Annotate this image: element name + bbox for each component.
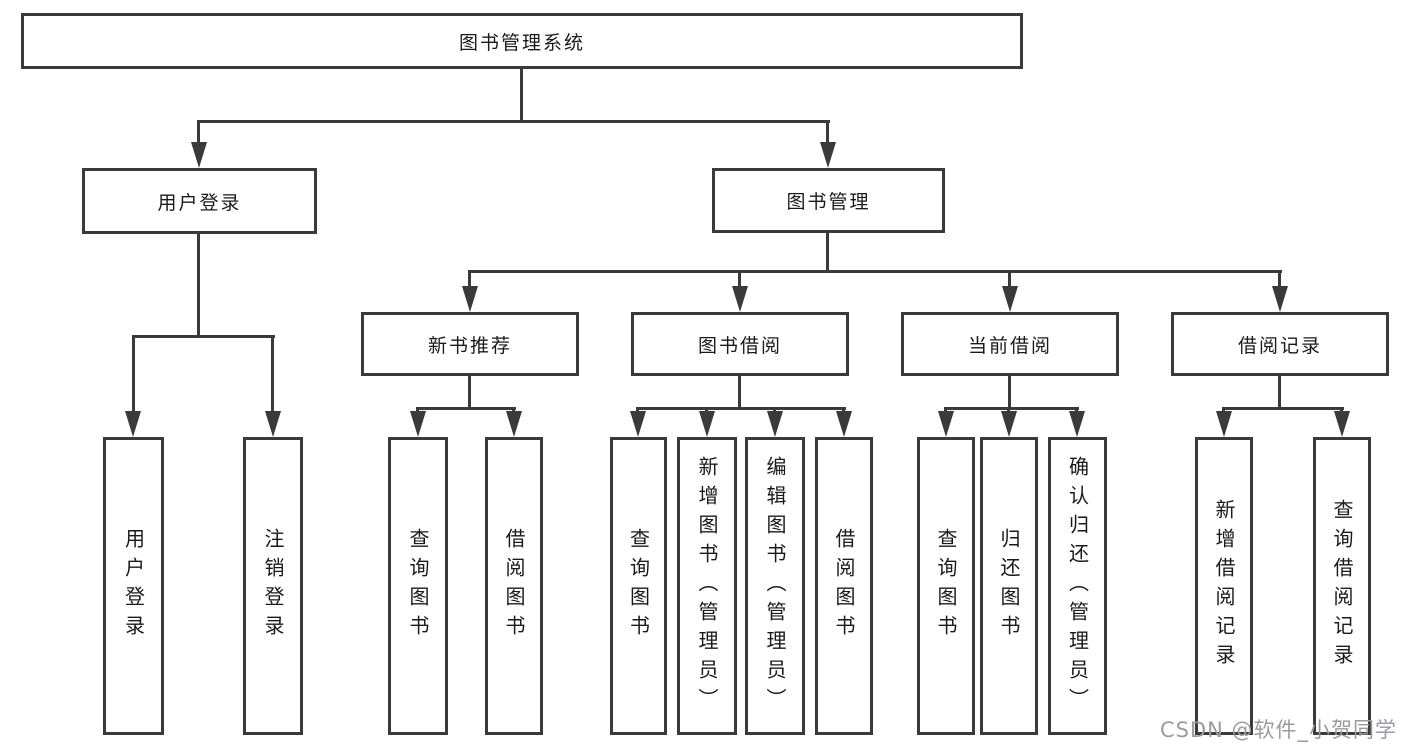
node-label: 查询图书 (934, 528, 958, 644)
connector-root-bar (197, 120, 830, 123)
node-label: 编辑图书（管理员） (763, 455, 787, 717)
connector-to-current-borrowing (1008, 270, 1011, 290)
connector-borrowing-records-stem (1278, 376, 1281, 410)
arrow-down-icon (767, 411, 783, 437)
node-label: 图书借阅 (697, 334, 782, 357)
connector-root-stem (520, 69, 523, 123)
connector-new-book-recommend-bar (416, 407, 516, 410)
leaf-borrow-books-recommend: 借阅图书 (485, 437, 543, 735)
connector-new-book-recommend-stem (468, 376, 471, 410)
connector-current-borrowing-stem (1008, 376, 1011, 410)
arrow-down-icon (630, 411, 646, 437)
arrow-down-icon (191, 142, 207, 168)
connector-book-management-stem (826, 233, 829, 273)
connector-book-management-bar (468, 270, 1282, 273)
node-label: 借阅图书 (502, 528, 526, 644)
node-label: 新增借阅记录 (1212, 499, 1236, 673)
connector-user-login-bar (132, 335, 275, 338)
node-label: 注销登录 (261, 528, 285, 644)
node-label: 新书推荐 (427, 334, 512, 357)
connector-to-leaf-logout (271, 335, 274, 415)
connector-to-leaf-user-login (132, 335, 135, 415)
node-book-borrowing: 图书借阅 (631, 312, 849, 376)
arrow-down-icon (732, 286, 748, 312)
node-label: 确认归还（管理员） (1065, 455, 1090, 717)
leaf-confirm-return-admin: 确认归还（管理员） (1048, 437, 1107, 735)
connector-to-book-borrowing (738, 270, 741, 290)
leaf-query-books-recommend: 查询图书 (388, 437, 448, 735)
arrow-down-icon (506, 411, 522, 437)
connector-borrowing-records-bar (1222, 407, 1344, 410)
arrow-down-icon (265, 411, 281, 437)
arrow-down-icon (125, 411, 141, 437)
node-label: 图书管理 (786, 191, 871, 213)
leaf-add-book-admin: 新增图书（管理员） (677, 437, 737, 735)
leaf-edit-book-admin: 编辑图书（管理员） (745, 437, 805, 735)
arrow-down-icon (836, 411, 852, 437)
arrow-down-icon (1002, 286, 1018, 312)
leaf-user-login: 用户登录 (103, 437, 164, 735)
node-label: 查询图书 (626, 528, 651, 644)
connector-to-borrowing-records (1278, 270, 1281, 290)
leaf-return-books: 归还图书 (980, 437, 1038, 735)
node-label: 查询借阅记录 (1330, 499, 1354, 673)
node-label: 查询图书 (406, 528, 430, 644)
node-user-login: 用户登录 (82, 168, 317, 234)
node-label: 当前借阅 (967, 334, 1052, 357)
connector-current-borrowing-bar (944, 407, 1079, 410)
node-borrowing-records: 借阅记录 (1171, 312, 1389, 376)
node-new-book-recommend: 新书推荐 (361, 312, 579, 376)
watermark-text: CSDN @软件_小贺同学 (1160, 718, 1398, 742)
leaf-query-books-borrowing: 查询图书 (610, 437, 667, 735)
connector-user-login-stem (197, 234, 200, 338)
arrow-down-icon (820, 142, 836, 168)
node-book-management: 图书管理 (712, 168, 945, 233)
arrow-down-icon (1069, 411, 1085, 437)
node-root: 图书管理系统 (21, 13, 1023, 69)
node-current-borrowing: 当前借阅 (901, 312, 1119, 376)
node-label: 新增图书（管理员） (695, 455, 719, 717)
arrow-down-icon (1272, 286, 1288, 312)
connector-to-new-book-recommend (468, 270, 471, 290)
leaf-query-borrow-record: 查询借阅记录 (1313, 437, 1371, 735)
connector-book-borrowing-stem (738, 376, 741, 410)
arrow-down-icon (462, 286, 478, 312)
arrow-down-icon (1334, 411, 1350, 437)
leaf-borrow-books-borrowing: 借阅图书 (815, 437, 873, 735)
arrow-down-icon (699, 411, 715, 437)
connector-to-user-login (197, 120, 200, 146)
node-label: 图书管理系统 (458, 31, 585, 54)
watermark: CSDN @软件_小贺同学 (1160, 714, 1397, 744)
node-label: 用户登录 (157, 191, 242, 214)
node-label: 借阅图书 (832, 528, 856, 644)
arrow-down-icon (1216, 411, 1232, 437)
arrow-down-icon (410, 411, 426, 437)
connector-to-book-management (826, 120, 829, 146)
arrow-down-icon (938, 411, 954, 437)
leaf-query-books-current: 查询图书 (917, 437, 975, 735)
node-label: 归还图书 (997, 528, 1021, 644)
connector-book-borrowing-bar (636, 407, 846, 410)
arrow-down-icon (1001, 411, 1017, 437)
leaf-logout: 注销登录 (243, 437, 303, 735)
node-label: 用户登录 (121, 528, 146, 644)
node-label: 借阅记录 (1237, 334, 1322, 357)
leaf-add-borrow-record: 新增借阅记录 (1195, 437, 1253, 735)
